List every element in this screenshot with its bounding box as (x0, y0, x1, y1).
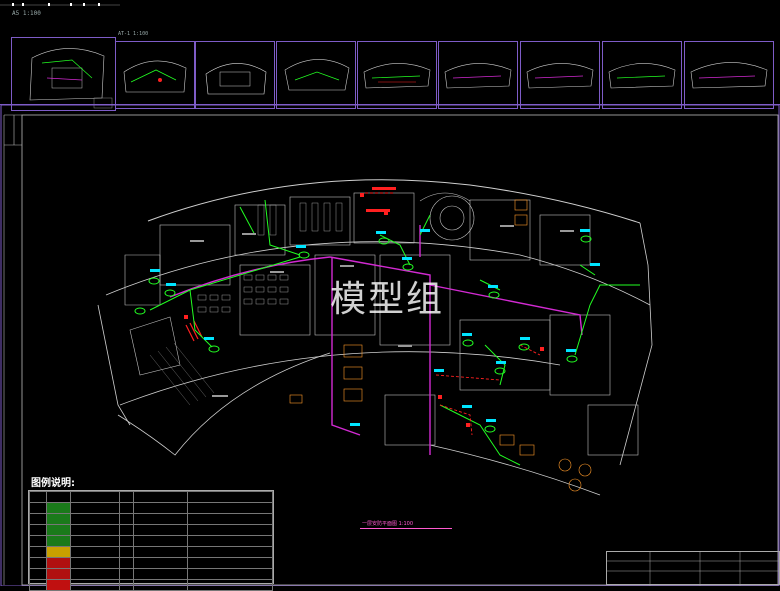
legend-header-row (29, 491, 274, 503)
thumbnail-2-label: AT-1 1:100 (118, 31, 149, 37)
thumbnail-5-drawing (363, 63, 431, 89)
thumbnail-sheet-1[interactable] (11, 37, 116, 111)
top-bar-ticks (0, 3, 120, 6)
thumbnail-8-drawing (608, 63, 676, 89)
legend-row (29, 546, 274, 558)
thumbnail-2-drawing (123, 60, 187, 93)
thumbnail-4-drawing (284, 59, 350, 91)
legend-table (28, 490, 274, 591)
title-block (606, 551, 780, 585)
scale-label: A5 1:100 (12, 10, 41, 17)
legend-row (29, 579, 274, 591)
thumbnail-7-drawing (526, 63, 594, 89)
plan-caption-underline (360, 528, 452, 529)
plan-caption: 一层安防平面图 1:100 (362, 521, 413, 527)
thumbnail-sheet-3[interactable] (195, 41, 275, 109)
legend-title: 图例说明: (31, 478, 75, 489)
legend-row (29, 524, 274, 536)
legend-row (29, 502, 274, 514)
thumbnail-sheet-9[interactable] (684, 41, 774, 109)
thumbnail-6-drawing (444, 63, 512, 89)
thumbnail-sheet-8[interactable] (602, 41, 682, 109)
top-bar (0, 0, 780, 14)
thumbnail-sheet-6[interactable] (438, 41, 518, 109)
watermark: 模型组 (330, 279, 445, 320)
legend-row (29, 535, 274, 547)
thumbnail-sheet-4[interactable] (276, 41, 356, 109)
thumbnail-sheet-5[interactable] (357, 41, 437, 109)
thumbnail-sheet-2[interactable] (115, 41, 195, 109)
thumbnail-3-drawing (205, 63, 267, 95)
legend-row (29, 557, 274, 569)
thumbnail-strip: AT-1 1:100 (8, 17, 780, 111)
legend-row (29, 513, 274, 525)
legend-grid (29, 491, 274, 591)
thumbnail-9-drawing (690, 62, 768, 89)
thumbnail-1-drawing (29, 48, 113, 109)
legend-row (29, 568, 274, 580)
thumbnail-sheet-7[interactable] (520, 41, 600, 109)
